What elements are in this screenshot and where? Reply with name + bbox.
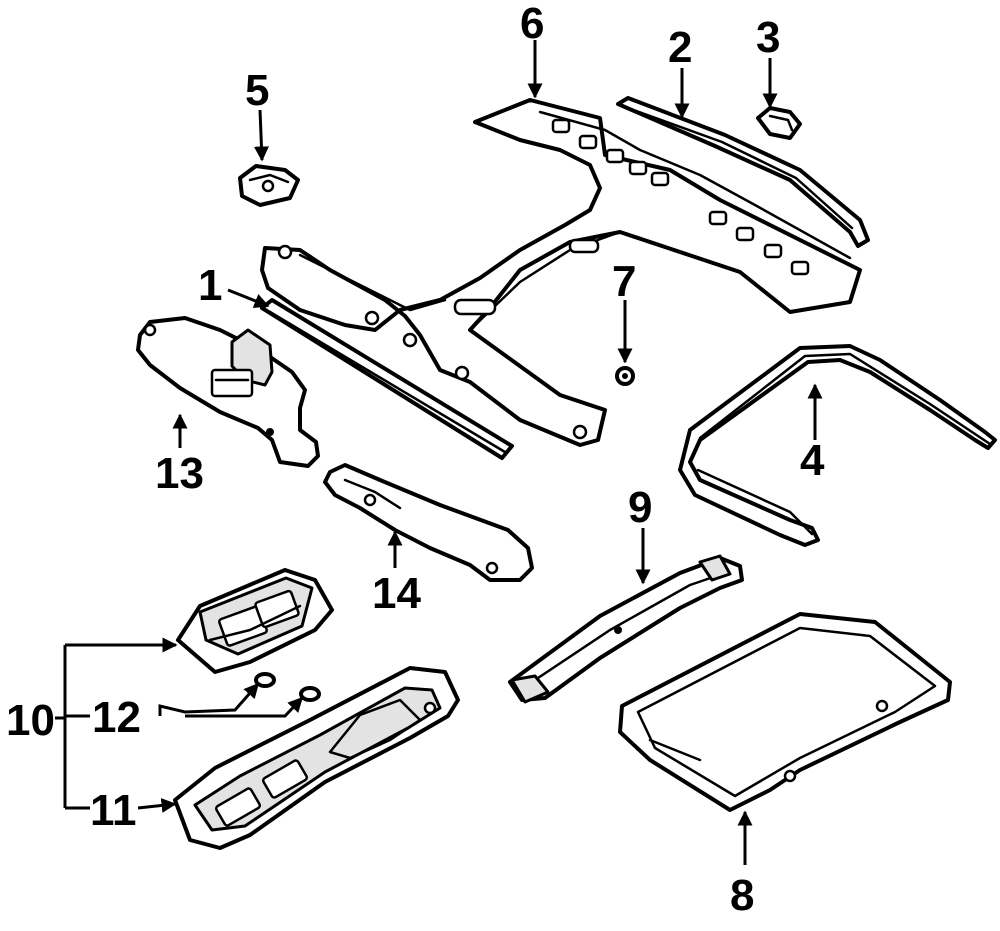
roof-trim-rail	[616, 96, 870, 248]
callout-13: 13	[155, 449, 204, 498]
sunroof-weatherstrip	[678, 344, 997, 547]
callout-2: 2	[668, 23, 692, 72]
callout-7: 7	[612, 257, 636, 306]
rail-clip	[756, 106, 802, 140]
visor-clip	[238, 164, 300, 207]
sunvisor-left	[136, 316, 320, 468]
callout-14: 14	[372, 569, 421, 618]
callout-12: 12	[92, 693, 141, 742]
lamp-bulbs	[254, 672, 321, 702]
callout-3: 3	[756, 13, 780, 62]
callout-4: 4	[800, 436, 825, 485]
callout-8: 8	[730, 871, 754, 920]
headliner-panel	[260, 98, 862, 447]
callout-6: 6	[520, 0, 544, 48]
dome-lamp-housing	[176, 568, 334, 674]
callout-5: 5	[245, 66, 269, 115]
screw	[615, 366, 635, 386]
callout-1: 1	[198, 261, 222, 310]
callout-11: 11	[90, 786, 137, 835]
overhead-console	[173, 666, 460, 850]
callout-10: 10	[6, 696, 55, 745]
sunroof-glass-frame	[618, 612, 952, 812]
sunvisor-right	[323, 463, 534, 582]
sunroof-trim-rail	[508, 554, 744, 704]
callout-9: 9	[628, 483, 652, 532]
